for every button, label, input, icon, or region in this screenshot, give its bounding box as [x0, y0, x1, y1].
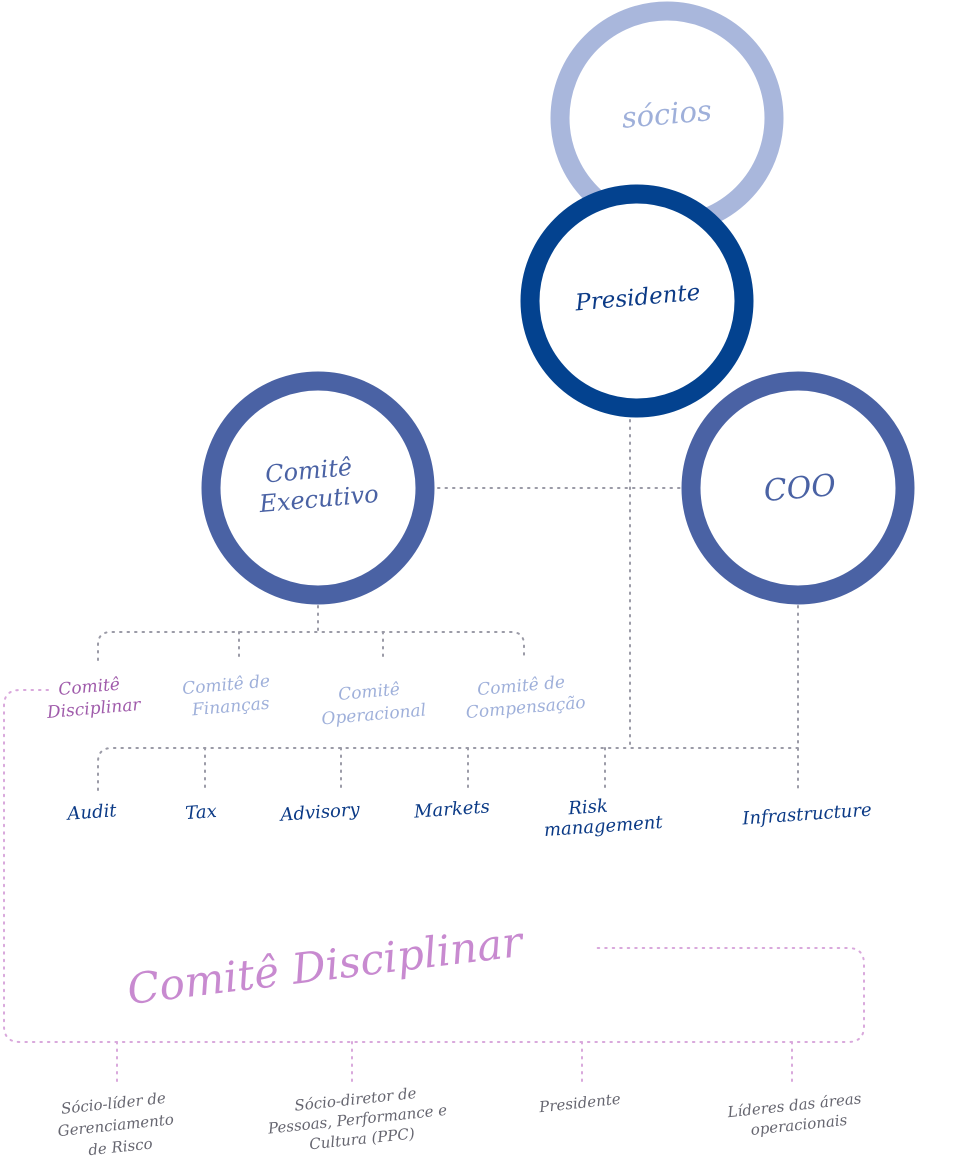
coo-label: COO	[762, 468, 837, 509]
unit-label: Advisory	[278, 799, 361, 826]
unit-label: Infrastructure	[741, 800, 873, 830]
member-label: Líderes das áreas operacionais	[726, 1089, 869, 1141]
unit-label: Tax	[185, 801, 218, 824]
committee-line: Comitê	[58, 675, 121, 700]
disciplinar-frame	[3, 689, 865, 1083]
coo-ring	[681, 371, 915, 605]
socios-label: sócios	[620, 93, 713, 135]
unit-line: management	[543, 812, 664, 841]
member-label: Presidente	[537, 1090, 621, 1117]
committee-label: Comitê de Finanças	[181, 671, 278, 721]
committee-line: Comitê	[337, 680, 400, 705]
committee-line: Operacional	[321, 700, 427, 729]
connector-lines	[97, 419, 799, 791]
committee-label: Comitê de Compensação	[463, 671, 586, 723]
comite-executivo-ring	[201, 371, 435, 605]
disciplinar-title: Comitê Disciplinar	[125, 917, 528, 1014]
unit-label: Audit	[65, 800, 118, 825]
unit-line: Risk	[567, 796, 609, 820]
member-label: Sócio-líder de Gerenciamento de Risco	[55, 1088, 182, 1162]
unit-label: Risk management	[542, 792, 664, 841]
committee-label: Comitê Operacional	[319, 678, 427, 730]
presidente-ring	[520, 184, 754, 418]
committee-line: Finanças	[190, 694, 270, 721]
member-label: Sócio-diretor de Pessoas, Performance e …	[264, 1081, 455, 1158]
member-line: de Risco	[87, 1135, 153, 1160]
unit-label: Markets	[412, 796, 490, 822]
committee-label: Comitê Disciplinar	[43, 673, 142, 723]
